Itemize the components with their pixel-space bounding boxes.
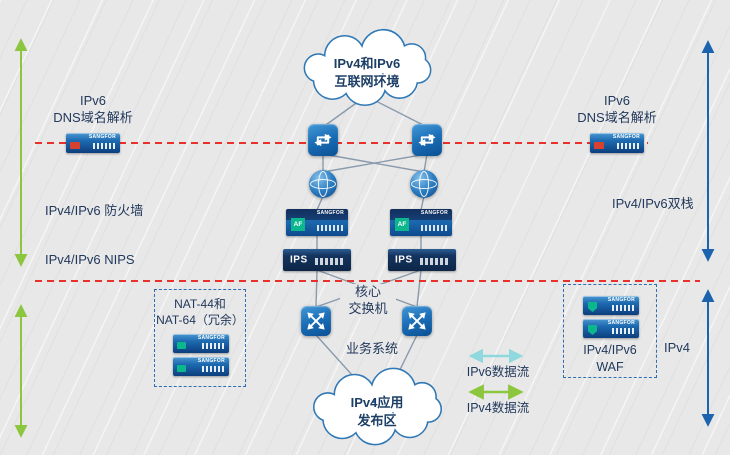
ipv4-zone-label: IPv4: [664, 340, 691, 355]
device-ports: [93, 143, 115, 149]
device-logo: [70, 142, 80, 149]
device-ports: [420, 258, 450, 265]
core-router-sphere-left: [309, 170, 337, 198]
device-ports: [612, 305, 634, 311]
router-icon-left: [308, 124, 338, 156]
core-switch-icon-right: [402, 306, 432, 336]
device-ports: [315, 258, 345, 265]
firewall-label: IPv4/IPv6 防火墙: [45, 203, 144, 218]
nat-device-1: SANGFOR: [173, 334, 229, 353]
dns-server-device-right: SANGFOR: [590, 133, 644, 153]
device-logo: [177, 342, 186, 349]
waf-group-box: SANGFOR SANGFOR IPv4/IPv6 WAF: [563, 284, 657, 378]
nat-device-2: SANGFOR: [173, 357, 229, 376]
dns-left-label: IPv6 DNS域名解析: [53, 93, 133, 125]
device-ports: [317, 225, 343, 231]
device-brand-label: SANGFOR: [88, 134, 116, 140]
business-system-label: 业务系统: [345, 341, 398, 356]
security-boundary-lines: [35, 142, 700, 282]
core-switch-label: 核心 交换机: [340, 284, 396, 318]
device-brand-label: SANGFOR: [612, 134, 640, 140]
device-brand-label: SANGFOR: [420, 210, 448, 216]
device-ports: [617, 143, 639, 149]
af-badge: AF: [291, 218, 305, 231]
router-icon-right: [412, 124, 442, 156]
core-switch-icon-left: [301, 306, 331, 336]
cloud-shape: [313, 367, 443, 446]
nat-group-box: NAT-44和 NAT-64（冗余） SANGFOR SANGFOR: [154, 289, 246, 387]
ips-device-label: IPS: [290, 254, 308, 266]
nat-group-label: NAT-44和 NAT-64（冗余）: [156, 297, 244, 328]
ips-device-left: IPS: [283, 249, 351, 271]
device-logo: [177, 365, 186, 372]
waf-device-1: SANGFOR: [583, 296, 639, 315]
ips-device-right: IPS: [388, 249, 456, 271]
af-badge: AF: [395, 218, 409, 231]
ips-device-label: IPS: [395, 254, 413, 266]
globe-grid-icon: [411, 171, 437, 197]
shield-icon: [588, 302, 597, 312]
firewall-device-left: SANGFOR AF: [286, 209, 348, 236]
dns-server-device-left: SANGFOR: [66, 133, 120, 153]
ipv4-app-zone-cloud: IPv4应用 发布区: [302, 364, 452, 450]
cycle-arrows-icon: [314, 133, 332, 147]
device-brand-label: SANGFOR: [607, 297, 635, 303]
ipv6-flow-label: IPv6数据流: [466, 365, 530, 379]
device-ports: [202, 343, 224, 349]
firewall-device-right: SANGFOR AF: [390, 209, 452, 236]
cross-arrows-icon: [408, 312, 426, 330]
waf-group-label: IPv4/IPv6 WAF: [583, 343, 637, 374]
device-ports: [421, 225, 447, 231]
shield-icon: [588, 325, 597, 335]
device-brand-label: SANGFOR: [197, 358, 225, 364]
internet-cloud-label: IPv4和IPv6 互联网环境: [333, 56, 401, 89]
device-logo: [594, 142, 604, 149]
core-router-sphere-right: [410, 170, 438, 198]
internet-cloud: IPv4和IPv6 互联网环境: [298, 24, 436, 112]
ipv4-flow-label: IPv4数据流: [466, 401, 530, 415]
device-brand-label: SANGFOR: [607, 320, 635, 326]
device-brand-label: SANGFOR: [197, 335, 225, 341]
nips-label: IPv4/IPv6 NIPS: [45, 252, 135, 267]
waf-device-2: SANGFOR: [583, 319, 639, 338]
ipv4-app-zone-label: IPv4应用 发布区: [350, 395, 404, 428]
cloud-shape: [303, 28, 432, 107]
device-ports: [202, 366, 224, 372]
globe-grid-icon: [310, 171, 336, 197]
device-brand-label: SANGFOR: [316, 210, 344, 216]
cross-arrows-icon: [307, 312, 325, 330]
device-ports: [612, 328, 634, 334]
cycle-arrows-icon: [418, 133, 436, 147]
dns-right-label: IPv6 DNS域名解析: [577, 93, 657, 125]
dual-stack-label: IPv4/IPv6双栈: [612, 196, 694, 211]
